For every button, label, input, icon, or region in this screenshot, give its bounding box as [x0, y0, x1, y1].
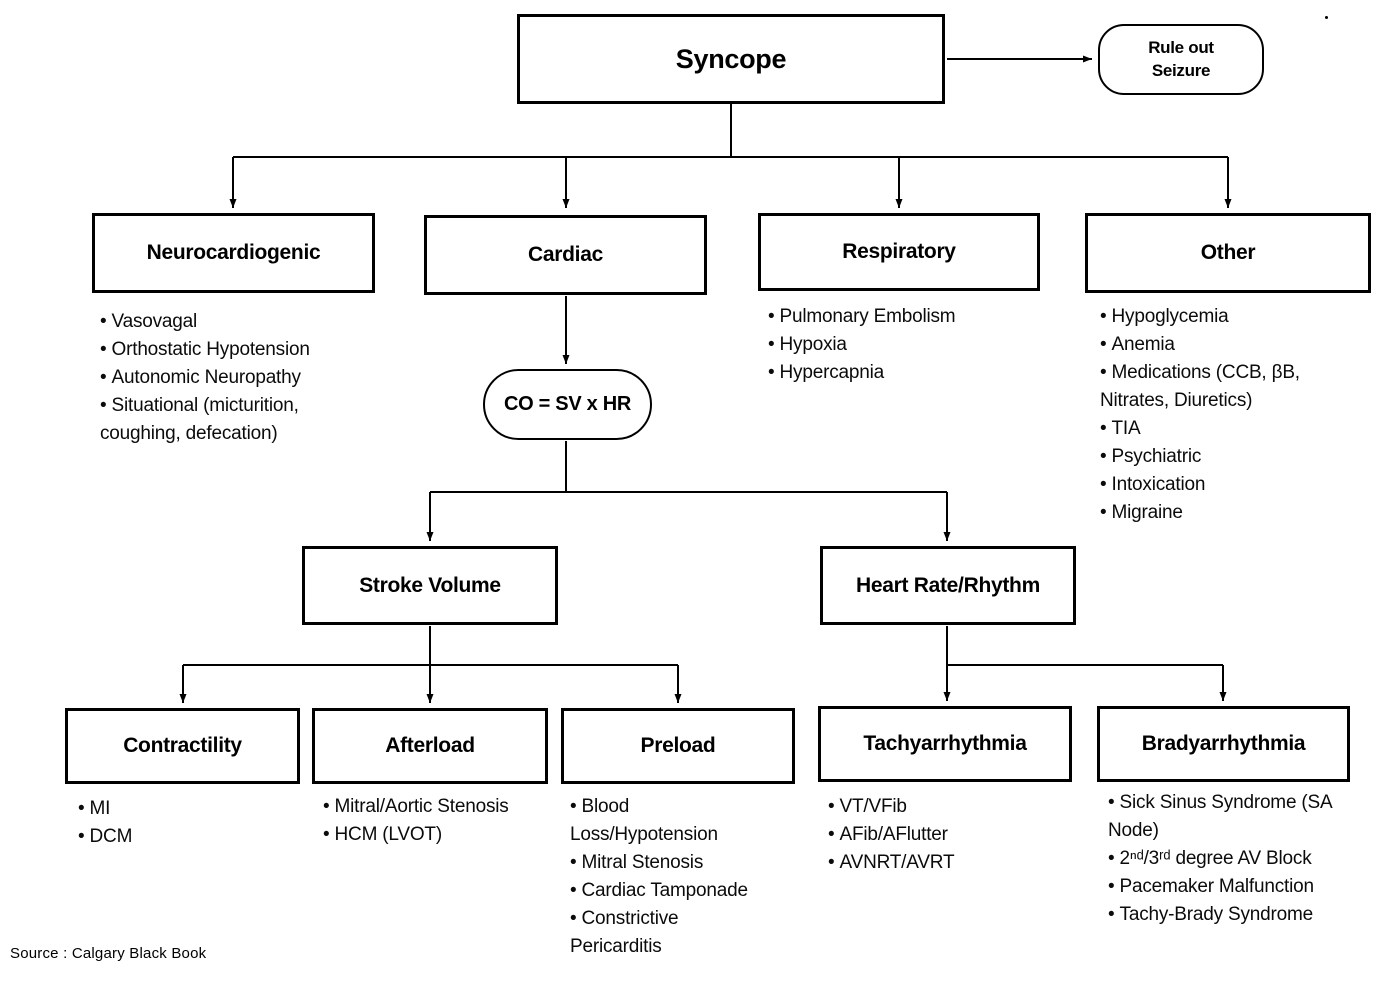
- list-item: Pulmonary Embolism: [768, 303, 1018, 331]
- node-bradyarrhythmia: Bradyarrhythmia: [1097, 706, 1350, 782]
- connector-formula-rail: [430, 441, 947, 493]
- list-item: Orthostatic Hypotension: [100, 336, 355, 364]
- list-item: DCM: [78, 823, 278, 851]
- tachyarrhythmia-list: VT/VFibAFib/AFlutterAVNRT/AVRT: [828, 793, 1053, 877]
- list-item: Mitral/Aortic Stenosis: [323, 793, 518, 821]
- list-item: AVNRT/AVRT: [828, 849, 1053, 877]
- list-item: Psychiatric: [1100, 443, 1362, 471]
- list-item: Pacemaker Malfunction: [1108, 873, 1358, 901]
- list-item: Sick Sinus Syndrome (SA Node): [1108, 789, 1358, 845]
- bradyarrhythmia-list: Sick Sinus Syndrome (SA Node)2ⁿᵈ/3ʳᵈ deg…: [1108, 789, 1358, 929]
- node-stroke-volume: Stroke Volume: [302, 546, 558, 625]
- list-item: Autonomic Neuropathy: [100, 364, 355, 392]
- list-item: Anemia: [1100, 331, 1362, 359]
- list-item: Medications (CCB, βB, Nitrates, Diuretic…: [1100, 359, 1362, 415]
- list-item: Hypercapnia: [768, 359, 1018, 387]
- list-item: Mitral Stenosis: [570, 849, 775, 877]
- list-item: Vasovagal: [100, 308, 355, 336]
- neurocardiogenic-list: VasovagalOrthostatic HypotensionAutonomi…: [100, 308, 355, 448]
- list-item: Intoxication: [1100, 471, 1362, 499]
- list-item: MI: [78, 795, 278, 823]
- node-neurocardiogenic: Neurocardiogenic: [92, 213, 375, 293]
- list-item: Situational (micturition, coughing, defe…: [100, 392, 355, 448]
- node-other: Other: [1085, 213, 1371, 293]
- node-contractility: Contractility: [65, 708, 300, 784]
- node-rule-out-seizure: Rule out Seizure: [1098, 24, 1264, 95]
- list-item: Constrictive Pericarditis: [570, 905, 775, 961]
- list-item: HCM (LVOT): [323, 821, 518, 849]
- other-list: HypoglycemiaAnemiaMedications (CCB, βB, …: [1100, 303, 1362, 527]
- stray-dot: [1325, 16, 1328, 19]
- contractility-list: MIDCM: [78, 795, 278, 851]
- connector-stroke-volume-rail: [183, 626, 678, 666]
- node-preload: Preload: [561, 708, 795, 784]
- list-item: AFib/AFlutter: [828, 821, 1053, 849]
- list-item: Hypoxia: [768, 331, 1018, 359]
- list-item: Cardiac Tamponade: [570, 877, 775, 905]
- node-heart-rate-rhythm: Heart Rate/Rhythm: [820, 546, 1076, 625]
- list-item: 2ⁿᵈ/3ʳᵈ degree AV Block: [1108, 845, 1358, 873]
- node-cardiac: Cardiac: [424, 215, 707, 295]
- list-item: VT/VFib: [828, 793, 1053, 821]
- afterload-list: Mitral/Aortic StenosisHCM (LVOT): [323, 793, 518, 849]
- respiratory-list: Pulmonary EmbolismHypoxiaHypercapnia: [768, 303, 1018, 387]
- connector-syncope-rail: [233, 104, 1228, 158]
- list-item: TIA: [1100, 415, 1362, 443]
- list-item: Migraine: [1100, 499, 1362, 527]
- node-tachyarrhythmia: Tachyarrhythmia: [818, 706, 1072, 782]
- node-respiratory: Respiratory: [758, 213, 1040, 291]
- connector-heart-rate-rail: [946, 626, 1223, 666]
- node-syncope: Syncope: [517, 14, 945, 104]
- node-afterload: Afterload: [312, 708, 548, 784]
- preload-list: Blood Loss/HypotensionMitral StenosisCar…: [570, 793, 775, 961]
- list-item: Hypoglycemia: [1100, 303, 1362, 331]
- list-item: Blood Loss/Hypotension: [570, 793, 775, 849]
- list-item: Tachy-Brady Syndrome: [1108, 901, 1358, 929]
- node-formula: CO = SV x HR: [483, 369, 652, 440]
- source-credit: Source : Calgary Black Book: [10, 945, 207, 962]
